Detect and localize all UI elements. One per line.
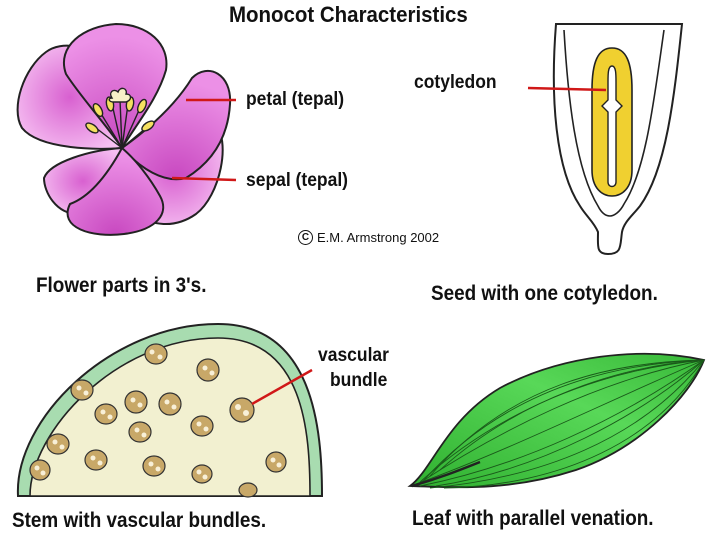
cotyledon-leader-line [527, 86, 607, 92]
seed-illustration [527, 23, 684, 256]
leaf-illustration [407, 352, 706, 489]
sepal-leader-line [171, 176, 237, 182]
leaf-caption: Leaf with parallel venation. [412, 507, 654, 530]
flower-caption: Flower parts in 3's. [36, 274, 207, 297]
copyright-icon: C [298, 230, 313, 245]
stem-ground-tissue [29, 337, 311, 497]
copyright-notice: C E.M. Armstrong 2002 [298, 230, 439, 245]
vascular-label-line1: vascular [318, 345, 389, 366]
vascular-label-line2: bundle [330, 370, 388, 391]
stamen-group [85, 87, 155, 149]
stem-caption: Stem with vascular bundles. [12, 509, 267, 532]
copyright-text: E.M. Armstrong 2002 [317, 230, 440, 245]
flower-illustration [16, 22, 237, 236]
petal-label: petal (tepal) [246, 89, 345, 110]
stem-illustration [16, 322, 324, 498]
diagram-title: Monocot Characteristics [229, 2, 468, 27]
leaf-veins [415, 359, 705, 489]
petal-shapes [63, 22, 232, 236]
seed-caption: Seed with one cotyledon. [431, 282, 658, 305]
embryo-shape [601, 65, 623, 188]
leaf-blade [407, 352, 706, 489]
sepal-label: sepal (tepal) [246, 170, 349, 191]
cotyledon-label: cotyledon [414, 72, 497, 93]
vascular-bundle-leader-line [251, 368, 313, 406]
